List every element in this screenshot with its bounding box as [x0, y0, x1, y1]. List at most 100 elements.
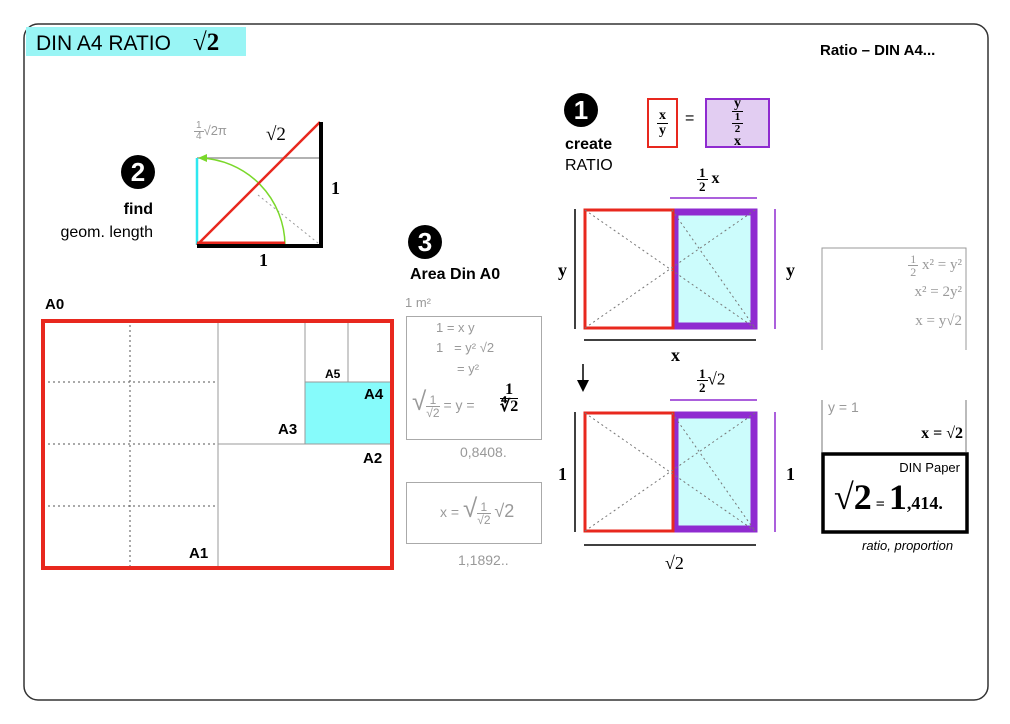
eq-4-left-fraction: 1√2 — [426, 394, 440, 420]
step-3-badge: 3 — [408, 225, 442, 259]
ratio-rhs-half-denominator: 2 — [734, 123, 741, 135]
page-title-text: DIN A4 RATIO — [36, 32, 171, 55]
eq-2: 1 = y² √2 — [436, 340, 494, 355]
eq-5-fraction: 1√2 — [477, 501, 491, 527]
eq-5-denominator: √2 — [477, 512, 491, 527]
eq-2-left: 1 — [436, 340, 444, 355]
a2-label: A2 — [363, 450, 383, 467]
square-root-sign: √ — [462, 493, 478, 523]
eq-4: √1√2 = y = — [412, 386, 475, 419]
ratio-rhs-half-numerator: 1 — [732, 112, 743, 124]
step-2-label-bold: find — [123, 201, 153, 218]
step-3-title: Area Din A0 — [410, 266, 501, 283]
side-right-label: 1 — [331, 178, 340, 198]
step-1-label: RATIO — [565, 157, 613, 174]
value-y: 0,8408. — [460, 444, 507, 460]
top-rect-diagonals — [584, 209, 756, 329]
deriv-1-rest: x² = y² — [922, 256, 962, 273]
purple-half-top — [671, 208, 758, 330]
deriv-4: y = 1 — [828, 399, 859, 415]
a-series-dotted — [43, 320, 218, 568]
step-2-label: geom. length — [60, 224, 153, 241]
value-x: 1,1892.. — [458, 552, 509, 568]
arc-arrowhead-icon — [198, 154, 207, 162]
eq-3: = y² — [457, 361, 480, 376]
eq-1: 1 = x y — [436, 320, 475, 335]
diagonal-label: √2 — [266, 124, 286, 145]
page-title-symbol: √2 — [192, 29, 220, 56]
x-equation-box — [406, 482, 542, 544]
title-background — [26, 27, 246, 56]
bottom-bottom-label: √2 — [665, 553, 684, 573]
a4-label: A4 — [364, 386, 384, 403]
top-half-numerator: 1 — [697, 165, 708, 180]
page-title: DIN A4 RATIO √2 — [36, 29, 219, 57]
a0-label: A0 — [45, 296, 65, 313]
arc-length-rest: √2π — [203, 122, 227, 138]
eq-4-right: 1∜2 — [500, 382, 519, 415]
arc-length-numerator: 1 — [194, 120, 204, 132]
down-arrowhead-icon — [577, 380, 589, 392]
unit-sides — [197, 122, 323, 248]
eq-5-right: √2 — [494, 501, 515, 521]
subtitle: Ratio – DIN A4... — [820, 42, 936, 59]
bottom-right-label: 1 — [786, 464, 795, 484]
bottom-half-numerator: 1 — [697, 366, 708, 381]
ratio-equals: = — [685, 110, 695, 127]
eq-4-right-numerator: 1 — [500, 382, 519, 399]
deriv-1-numerator: 1 — [908, 252, 919, 266]
a1-label: A1 — [189, 545, 209, 562]
result-equals: = — [875, 496, 885, 513]
step-1-label-bold: create — [565, 136, 613, 153]
red-half-bottom — [583, 411, 675, 533]
ratio-lhs-numerator: x — [657, 107, 668, 124]
result-integer: 1 — [888, 477, 907, 517]
deriv-5: x = √2 — [921, 425, 963, 442]
top-half-variable: x — [711, 170, 720, 188]
eq-4-right-fraction: 1∜2 — [500, 382, 519, 415]
eq-5-left: x = — [440, 504, 460, 520]
page-frame — [23, 23, 989, 701]
top-half-denominator: 2 — [699, 179, 706, 194]
purple-half-bottom — [671, 411, 758, 533]
arc — [199, 157, 286, 246]
result-value: √2 = 1,414. — [834, 476, 943, 518]
deriv-2: x² = 2y² — [914, 284, 962, 300]
a3-label: A3 — [278, 421, 298, 438]
arc-length-denominator: 4 — [196, 131, 202, 142]
a-series-lines — [217, 320, 392, 568]
ratio-rhs-variable: x — [734, 134, 741, 149]
a5-label: A5 — [325, 367, 341, 381]
top-bottom-label: x — [671, 345, 680, 365]
unit-label: 1 m² — [405, 295, 431, 310]
diagonal — [196, 121, 321, 246]
eq-2-right: = y² √2 — [454, 340, 495, 355]
deriv-3: x = y√2 — [915, 313, 962, 329]
bottom-half-variable: √2 — [707, 369, 726, 389]
result-box — [821, 452, 969, 534]
eq-4-right-denominator: ∜2 — [500, 398, 519, 415]
a4-fill — [305, 382, 391, 444]
eq-4-left-denominator: √2 — [426, 405, 440, 420]
result-decimal: ,414. — [906, 493, 943, 513]
area-equations-box — [406, 316, 542, 440]
eq-4-middle: = y = — [443, 397, 475, 413]
eq-5: x = √1√2 √2 — [440, 493, 514, 526]
step-2-badge: 2 — [121, 155, 155, 189]
top-right-label: y — [786, 260, 795, 280]
bottom-left-label: 1 — [558, 464, 567, 484]
